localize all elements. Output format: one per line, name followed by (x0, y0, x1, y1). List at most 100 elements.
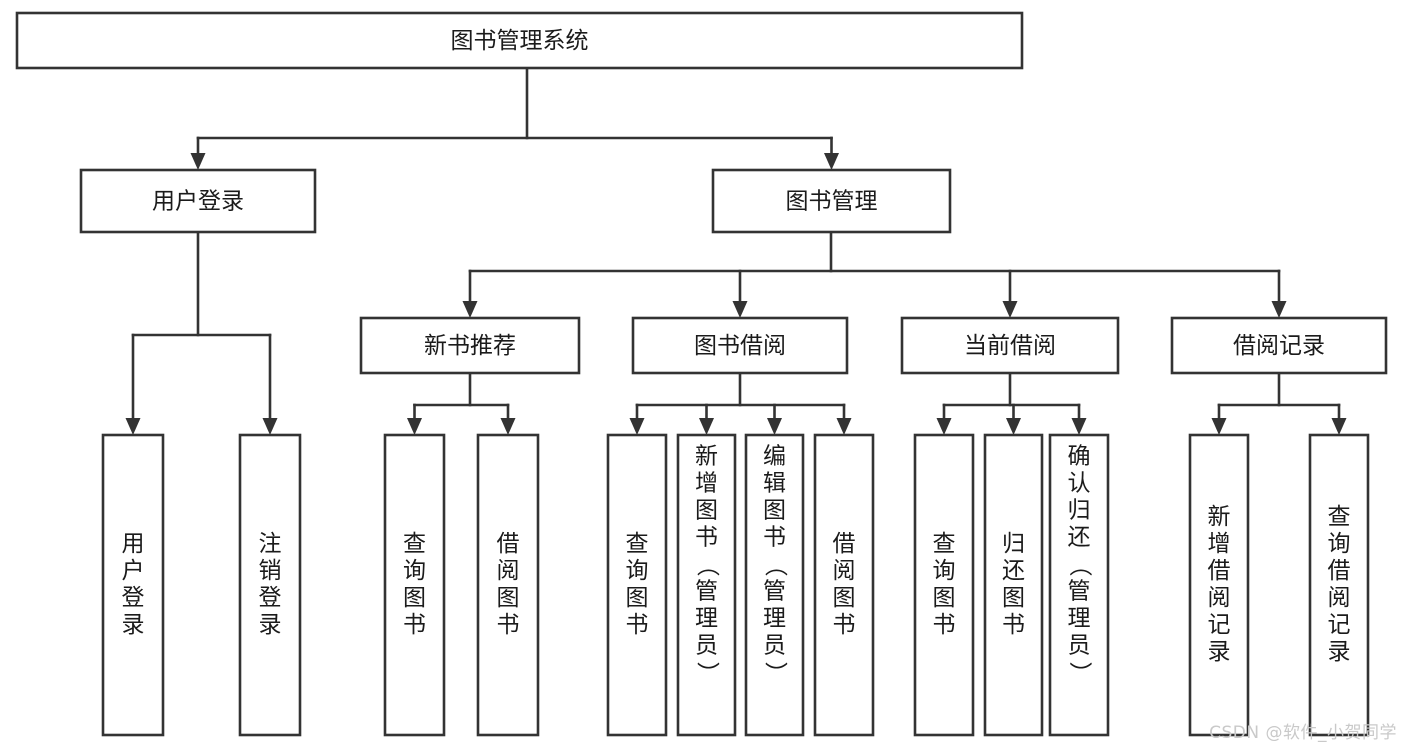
svg-text:图: 图 (497, 585, 520, 611)
svg-text:记: 记 (1328, 612, 1351, 638)
node-label: 当前借阅 (964, 333, 1056, 359)
svg-text:户: 户 (122, 558, 145, 584)
conn-record-to-leaves (1211, 371, 1347, 435)
svg-text:管: 管 (763, 579, 786, 605)
node-label: 用户登录 (152, 189, 244, 215)
svg-text:录: 录 (1328, 639, 1351, 665)
svg-text:书: 书 (1002, 612, 1025, 638)
svg-text:阅: 阅 (1328, 585, 1351, 611)
svg-text:询: 询 (1328, 531, 1351, 557)
svg-text:图: 图 (933, 585, 956, 611)
svg-text:录: 录 (122, 612, 145, 638)
svg-text:登: 登 (259, 585, 282, 611)
svg-text:（: （ (694, 554, 720, 577)
node-level2-user-login[interactable]: 用户登录 (79, 168, 317, 234)
svg-text:）: ） (694, 662, 720, 685)
node-root-root[interactable]: 图书管理系统 (15, 11, 1024, 70)
svg-text:查: 查 (1328, 504, 1351, 530)
svg-text:图: 图 (403, 585, 426, 611)
svg-text:认: 认 (1068, 471, 1091, 497)
svg-text:管: 管 (695, 579, 718, 605)
conn-bookmanage-to-level3 (462, 230, 1287, 318)
svg-text:增: 增 (1208, 531, 1231, 557)
svg-text:登: 登 (122, 585, 145, 611)
svg-text:理: 理 (763, 606, 786, 632)
svg-text:还: 还 (1002, 558, 1025, 584)
node-level3-new-book-recommend[interactable]: 新书推荐 (359, 316, 581, 375)
node-label: 图书管理系统 (451, 28, 589, 54)
svg-text:书: 书 (833, 612, 856, 638)
node-leaf-leaf-user-login[interactable]: 用户登录 (101, 433, 165, 737)
svg-text:阅: 阅 (833, 558, 856, 584)
svg-text:记: 记 (1208, 612, 1231, 638)
svg-text:用: 用 (122, 531, 145, 557)
svg-text:归: 归 (1002, 531, 1025, 557)
svg-text:管: 管 (1068, 579, 1091, 605)
svg-text:借: 借 (1328, 558, 1351, 584)
svg-text:）: ） (762, 662, 788, 685)
svg-text:员: 员 (1068, 633, 1091, 659)
svg-text:询: 询 (933, 558, 956, 584)
svg-text:询: 询 (626, 558, 649, 584)
node-level3-borrow-record[interactable]: 借阅记录 (1170, 316, 1388, 375)
conn-borrow-to-leaves (629, 371, 852, 435)
svg-text:书: 书 (695, 525, 718, 551)
node-layer: 图书管理系统用户登录图书管理新书推荐图书借阅当前借阅借阅记录用户登录注销登录查询… (15, 11, 1388, 737)
svg-text:新: 新 (695, 444, 718, 470)
svg-text:增: 增 (695, 471, 718, 497)
svg-text:员: 员 (763, 633, 786, 659)
node-label: 新书推荐 (424, 333, 516, 359)
svg-text:图: 图 (833, 585, 856, 611)
svg-text:销: 销 (259, 558, 282, 584)
svg-text:阅: 阅 (497, 558, 520, 584)
svg-text:借: 借 (1208, 558, 1231, 584)
conn-recommend-to-leaves (407, 371, 516, 435)
svg-text:归: 归 (1068, 498, 1091, 524)
svg-text:新: 新 (1208, 504, 1231, 530)
node-label-vertical: 用户登录 (122, 531, 145, 638)
svg-text:借: 借 (833, 531, 856, 557)
svg-text:编: 编 (763, 444, 786, 470)
watermark-text: CSDN @软件_小贺同学 (1209, 723, 1397, 743)
svg-text:阅: 阅 (1208, 585, 1231, 611)
node-level2-book-manage[interactable]: 图书管理 (711, 168, 952, 234)
svg-text:图: 图 (1002, 585, 1025, 611)
svg-text:借: 借 (497, 531, 520, 557)
svg-text:书: 书 (626, 612, 649, 638)
conn-root-to-level2 (190, 66, 839, 170)
node-level3-current-borrow[interactable]: 当前借阅 (900, 316, 1120, 375)
svg-text:图: 图 (626, 585, 649, 611)
svg-text:书: 书 (933, 612, 956, 638)
connector-layer (125, 66, 1347, 435)
svg-text:录: 录 (259, 612, 282, 638)
node-label: 图书借阅 (694, 333, 786, 359)
svg-text:查: 查 (933, 531, 956, 557)
conn-current-to-leaves (936, 371, 1087, 435)
node-level3-book-borrow[interactable]: 图书借阅 (631, 316, 849, 375)
svg-text:（: （ (1067, 554, 1093, 577)
svg-text:图: 图 (695, 498, 718, 524)
